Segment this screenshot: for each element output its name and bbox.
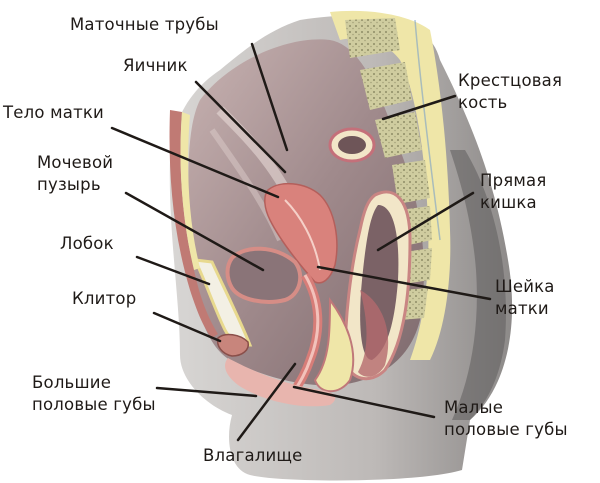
- label-clitoris: Клитор: [72, 288, 136, 310]
- label-pubis: Лобок: [60, 233, 114, 255]
- label-fallopian-tubes: Маточные трубы: [70, 14, 219, 36]
- label-text-line1: Прямая: [480, 171, 547, 190]
- label-text-line2: кость: [458, 93, 508, 112]
- leader-rectum: [376, 191, 475, 252]
- uterus: [264, 183, 338, 284]
- clitoris-region: [216, 333, 250, 357]
- label-sacrum: Крестцовая кость: [458, 70, 562, 114]
- label-text-line1: Мочевой: [37, 153, 114, 172]
- leader-labia-majora: [155, 386, 258, 398]
- label-cervix: Шейка матки: [495, 276, 555, 320]
- leader-uterus-body: [110, 126, 280, 199]
- label-bladder: Мочевой пузырь: [37, 152, 113, 196]
- leader-pubis: [135, 255, 211, 286]
- leader-labia-minora: [292, 385, 436, 419]
- leader-clitoris: [152, 311, 222, 343]
- leader-bladder: [124, 191, 265, 272]
- label-ovary: Яичник: [123, 55, 188, 77]
- label-text: Клитор: [72, 289, 137, 308]
- label-text: Тело матки: [3, 103, 104, 122]
- leader-sacrum: [381, 94, 457, 121]
- label-rectum: Прямая кишка: [480, 170, 547, 214]
- label-uterus-body: Тело матки: [3, 102, 104, 124]
- perineum-muscle: [313, 296, 355, 393]
- label-vagina: Влагалище: [203, 445, 303, 467]
- label-labia-minora: Малые половые губы: [444, 397, 568, 441]
- label-text-line1: Малые: [444, 398, 504, 417]
- label-text: Яичник: [123, 56, 188, 75]
- label-labia-majora: Большие половые губы: [32, 372, 156, 416]
- vagina-canal: [288, 272, 323, 398]
- label-text-line2: кишка: [480, 193, 537, 212]
- leader-cervix: [316, 265, 492, 301]
- label-text-line1: Шейка: [495, 277, 555, 296]
- leader-ovary: [194, 80, 287, 174]
- leader-fallopian-tubes: [250, 42, 289, 152]
- label-text-line2: половые губы: [444, 420, 568, 439]
- label-text-line2: матки: [495, 299, 549, 318]
- label-text-line1: Крестцовая: [458, 71, 563, 90]
- label-text: Лобок: [60, 234, 114, 253]
- label-text-line2: пузырь: [37, 175, 101, 194]
- bladder: [225, 246, 303, 304]
- label-text: Влагалище: [203, 446, 303, 465]
- leader-lines: [110, 42, 492, 442]
- label-text-line1: Большие: [32, 373, 112, 392]
- label-text: Маточные трубы: [70, 15, 219, 34]
- leader-vagina: [236, 362, 297, 442]
- label-text-line2: половые губы: [32, 395, 156, 414]
